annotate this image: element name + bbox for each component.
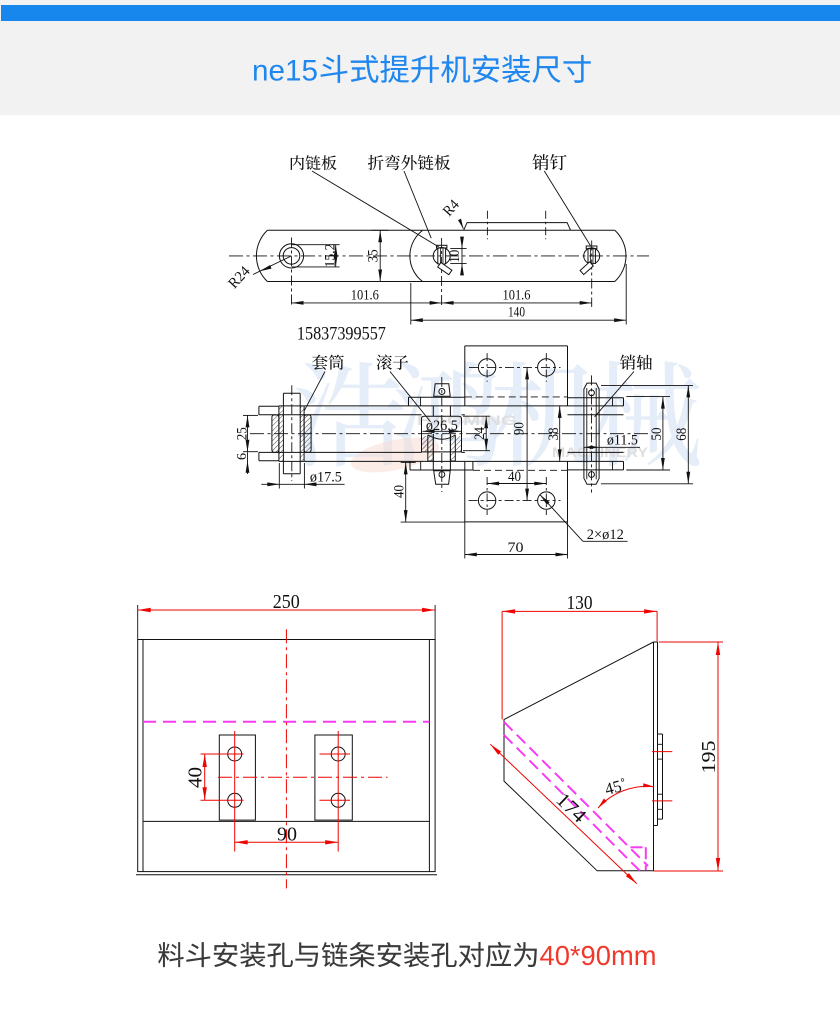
svg-text:90: 90 — [277, 824, 297, 846]
svg-text:15837399557: 15837399557 — [297, 324, 386, 345]
svg-text:35: 35 — [365, 249, 381, 262]
svg-text:6: 6 — [235, 453, 250, 460]
svg-text:2×ø12: 2×ø12 — [587, 527, 624, 543]
svg-text:ne15: ne15 — [252, 54, 318, 87]
svg-text:70: 70 — [508, 540, 524, 556]
svg-text:50: 50 — [649, 428, 665, 441]
svg-text:101.6: 101.6 — [351, 287, 379, 303]
svg-text:195: 195 — [698, 741, 720, 774]
svg-text:68: 68 — [674, 428, 690, 441]
svg-text:ø17.5: ø17.5 — [310, 469, 342, 485]
svg-text:40*90mm: 40*90mm — [540, 940, 657, 971]
svg-text:40: 40 — [392, 485, 408, 498]
svg-text:25: 25 — [234, 427, 250, 440]
svg-text:90: 90 — [512, 422, 528, 435]
svg-text:38: 38 — [546, 428, 562, 441]
svg-text:15.2: 15.2 — [323, 244, 339, 268]
svg-text:101.6: 101.6 — [503, 287, 531, 303]
svg-text:250: 250 — [273, 591, 300, 613]
svg-text:130: 130 — [567, 592, 593, 614]
svg-text:140: 140 — [508, 305, 525, 321]
svg-text:10: 10 — [447, 250, 463, 263]
svg-text:40: 40 — [185, 767, 207, 788]
svg-text:ø11.5: ø11.5 — [607, 433, 638, 449]
svg-text:40: 40 — [508, 469, 521, 485]
